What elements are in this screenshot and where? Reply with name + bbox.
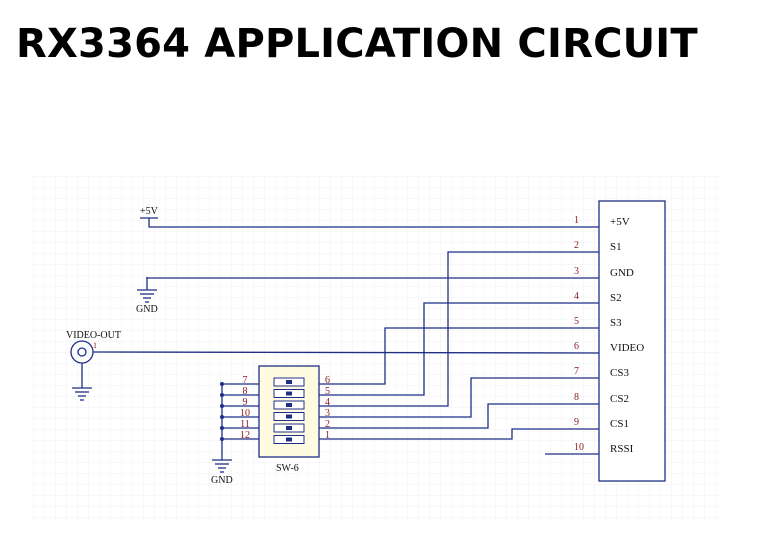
switch-toggle-knob [286,437,292,442]
junction-dot [220,404,224,408]
connector-pin-number: 1 [574,215,579,226]
switch-toggle-knob [286,403,292,407]
page-title: RX3364 APPLICATION CIRCUIT [16,21,698,67]
switch-left-pin-number: 10 [240,408,250,419]
connector-pin-number: 3 [574,266,579,277]
ground-symbol-top: GND [136,277,158,315]
dip-switch-sw6: SW-6 [258,365,320,474]
connector-pin-number: 7 [574,366,579,377]
gnd-label-bottom: GND [211,475,233,486]
connector-pin-name: +5V [610,216,630,228]
wire-switch-signal [319,428,599,440]
switch-label: SW-6 [276,463,299,474]
connector-pin-name: RSSI [610,443,634,455]
connector-pin-number: 6 [574,341,579,352]
wire-switch-signal [319,403,599,429]
gnd-label-top: GND [136,304,158,315]
connector-pin-number: 5 [574,316,579,327]
wire-switch-signal [319,302,599,396]
switch-right-pin-number: 6 [325,375,330,386]
connector-pin-number: 8 [574,392,579,403]
junction-dot [220,415,224,419]
switch-toggle-knob [286,414,292,419]
connector-pin-name: CS3 [610,367,629,379]
junction-dot [220,437,224,441]
switch-toggle-knob [286,380,292,384]
ground-symbol-bottom: GND [211,385,233,486]
connector-pin-name: GND [610,267,634,279]
connector-pin-name: S2 [610,292,622,304]
connector-pin-number: 10 [574,442,584,453]
video-out-connector: VIDEO-OUT 1 [66,330,121,401]
switch-right-pin-number: 2 [325,419,330,430]
wire-video [92,351,600,354]
connector-pin-name: VIDEO [610,342,644,354]
switch-left-pin-number: 11 [240,419,250,430]
wire-switch-signal [319,377,599,418]
switch-left-pin-number: 12 [240,430,250,441]
connector-pin-name: CS2 [610,393,629,405]
switch-left-pin-number: 9 [243,397,248,408]
switch-right-pin-number: 1 [325,430,330,441]
receiver-connector-block [598,200,666,482]
switch-right-pin-number: 3 [325,408,330,419]
power-symbol-5v: +5V [140,206,159,226]
wire-switch-signal [319,327,599,385]
connector-pin-number: 2 [574,240,579,251]
connector-pin-number: 9 [574,417,579,428]
video-out-label: VIDEO-OUT [66,330,121,341]
switch-left-pin-number: 8 [243,386,248,397]
switch-right-pin-number: 4 [325,397,330,408]
wire-group [92,226,600,455]
junction-dot [220,393,224,397]
wire-5v [148,226,599,228]
connector-pin-name: S1 [610,241,622,253]
connector-pin-number: 4 [574,291,579,302]
switch-toggle-knob [286,391,292,396]
connector-pin-name: CS1 [610,418,629,430]
power-label: +5V [140,206,159,217]
video-out-pin-number: 1 [93,341,97,350]
connector-pin-name: S3 [610,317,622,329]
switch-left-pin-number: 7 [243,375,248,386]
junction-dot [220,382,224,386]
switch-right-pin-number: 5 [325,386,330,397]
wire-switch-signal [319,251,599,407]
junction-dot [220,426,224,430]
switch-toggle-knob [286,426,292,430]
